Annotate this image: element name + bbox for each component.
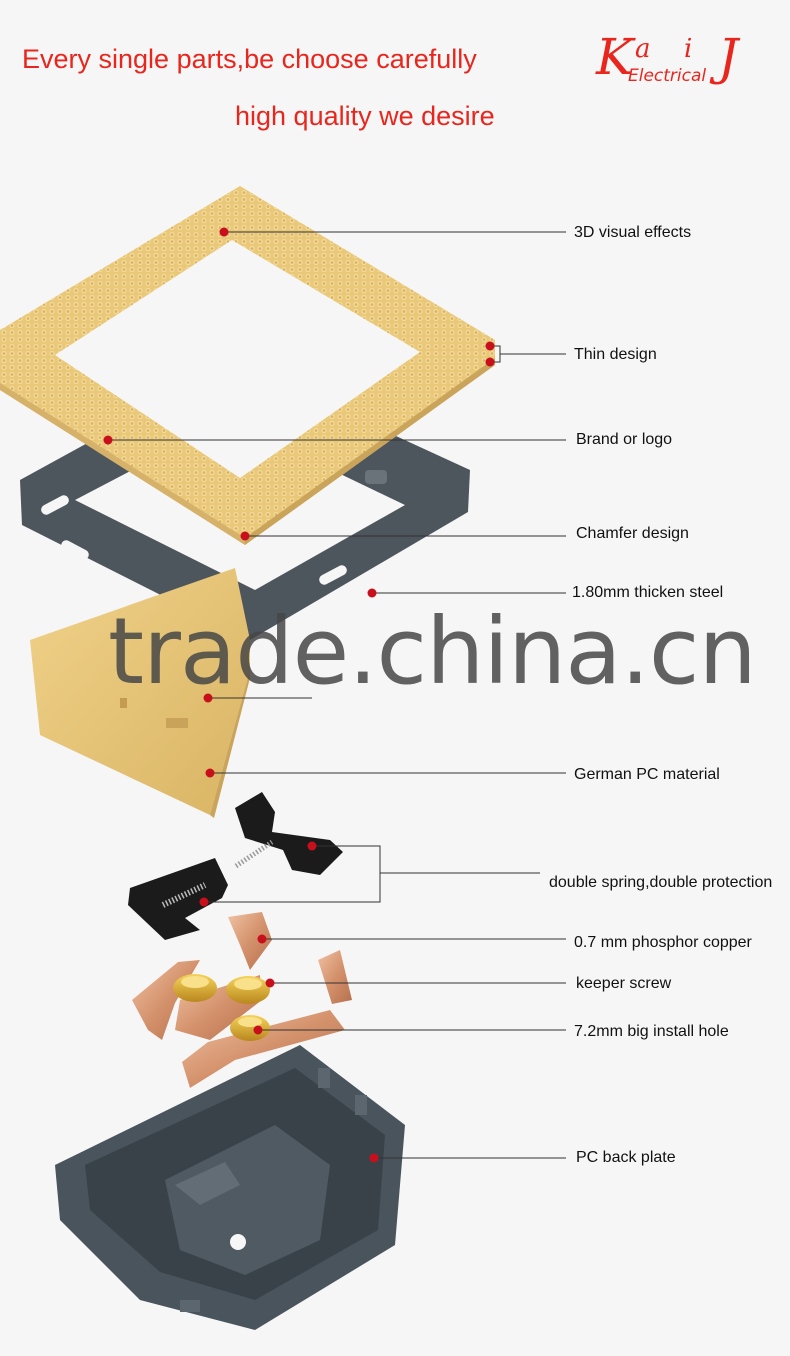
callout-keeper-screw: keeper screw [576, 975, 672, 992]
callout-dots [103, 227, 495, 1163]
callout-install-hole: 7.2mm big install hole [574, 1023, 729, 1040]
callout-thicken-steel: 1.80mm thicken steel [572, 584, 724, 601]
callout-double-spring: double spring,double protection [549, 874, 773, 891]
logo-letter-k: K [596, 28, 634, 86]
callout-pc-back-plate: PC back plate [576, 1149, 676, 1166]
callout-german-pc-material: German PC material [574, 766, 720, 783]
logo-subtitle: Electrical [628, 66, 707, 86]
leader-lines [108, 231, 566, 1159]
shutter-mechanism [128, 792, 343, 940]
callout-brand-or-logo: Brand or logo [576, 431, 673, 448]
gold-front-frame [0, 186, 495, 545]
gold-face-plate [30, 568, 250, 818]
logo-letter-i: i [684, 34, 693, 64]
brand-logo: K a i J Electrical [590, 28, 760, 98]
callout-3d-visual-effects: 3D visual effects [574, 224, 692, 241]
callout-thin-design: Thin design [574, 346, 657, 363]
logo-letter-j: J [718, 28, 739, 86]
pc-back-plate [55, 1045, 405, 1330]
headline-line-1: Every single parts,be choose carefully [22, 44, 477, 74]
watermark: trade.china.cn [108, 598, 757, 705]
callout-phosphor-copper: 0.7 mm phosphor copper [574, 934, 752, 951]
logo-letter-a: a [635, 34, 651, 64]
keeper-screws [173, 974, 270, 1041]
callout-chamfer-design: Chamfer design [576, 525, 689, 542]
headline-line-2: high quality we desire [235, 101, 495, 131]
